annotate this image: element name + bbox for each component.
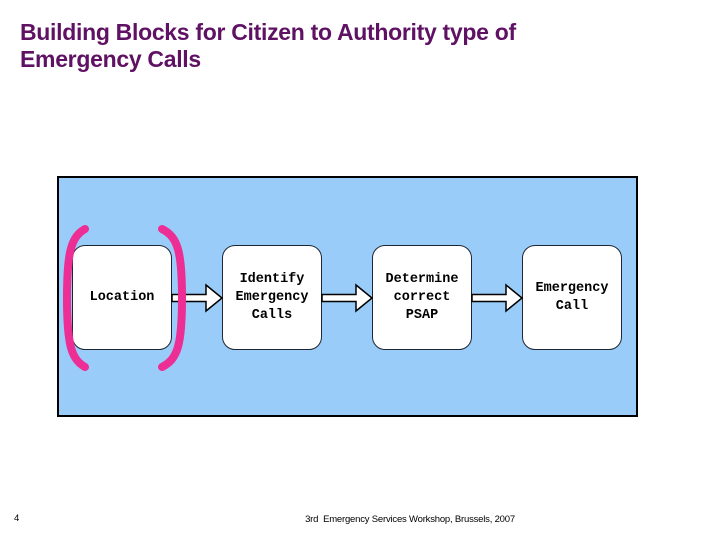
flow-box-label: Determine correct PSAP xyxy=(385,271,459,323)
flow-box-label: Identify Emergency Calls xyxy=(235,271,309,323)
flow-box-label: Emergency Call xyxy=(535,280,609,314)
flow-box-emergency-call: Emergency Call xyxy=(522,245,622,350)
slide-title-line1: Building Blocks for Citizen to Authority… xyxy=(20,19,516,45)
flow-arrow-2 xyxy=(321,283,374,313)
flow-box-location: Location xyxy=(72,245,172,350)
flow-arrow-1 xyxy=(171,283,224,313)
flow-box-label: Location xyxy=(89,289,155,305)
flow-arrow-3 xyxy=(471,283,524,313)
flow-box-identify-emergency-calls: Identify Emergency Calls xyxy=(222,245,322,350)
flow-diagram-panel: Location Identify Emergency Calls Determ… xyxy=(57,176,638,417)
page-number: 4 xyxy=(14,513,20,524)
footer-caption: 3rd Emergency Services Workshop, Brussel… xyxy=(305,514,515,525)
slide-title-line2: Emergency Calls xyxy=(20,46,201,72)
flow-box-determine-correct-psap: Determine correct PSAP xyxy=(372,245,472,350)
slide-title: Building Blocks for Citizen to Authority… xyxy=(20,19,700,73)
